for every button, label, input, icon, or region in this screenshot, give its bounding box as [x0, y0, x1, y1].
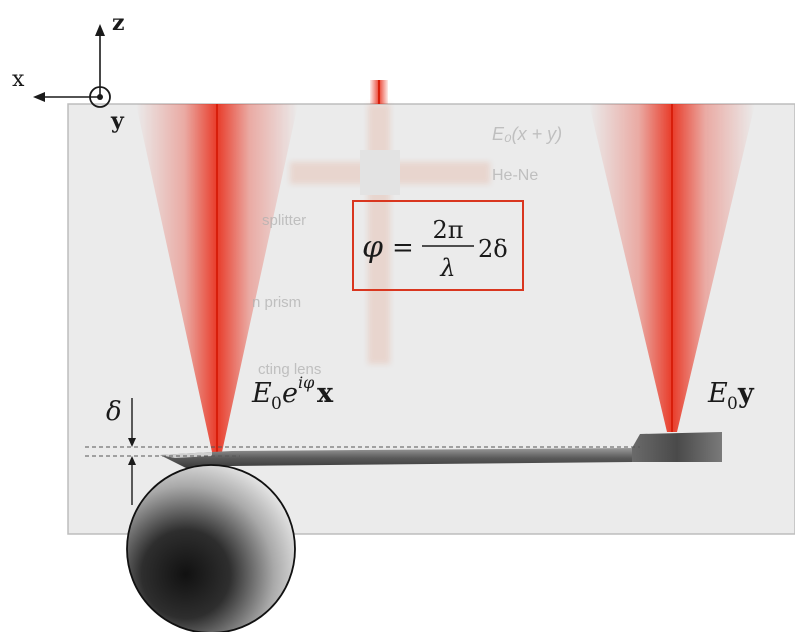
left-exponent: iφ: [298, 373, 315, 392]
ghost-laser-label: He-Ne: [492, 167, 538, 184]
axis-labels: z x y: [12, 10, 125, 134]
right-E: E: [707, 378, 728, 409]
phase-formula: φ = 2π λ 2δ: [362, 216, 508, 282]
right-vector: y: [737, 378, 755, 409]
z-axis-arrowhead: [95, 24, 105, 36]
formula-box: [352, 200, 524, 291]
y-axis-circle: [89, 86, 111, 108]
sample-sphere: [126, 464, 296, 632]
x-axis-label: x: [12, 67, 25, 92]
ghost-horizontal-beam: [290, 162, 490, 184]
formula-denominator: λ: [439, 254, 455, 282]
left-e: e: [282, 378, 298, 409]
ghost-splitter-block: [360, 150, 400, 195]
axis-triad: [33, 24, 111, 108]
left-E-sub: 0: [271, 394, 282, 414]
background-labels: E₀(x + y) He-Ne splitter n prism cting l…: [252, 124, 562, 378]
delta-dimension: [128, 398, 136, 505]
ghost-lens-label: cting lens: [258, 361, 321, 378]
right-E-sub: 0: [727, 394, 738, 414]
background-optics: [290, 104, 490, 364]
cantilever-base: [632, 432, 722, 462]
ghost-splitter-label: splitter: [262, 212, 306, 229]
z-axis-label: z: [112, 10, 125, 36]
formula-phi: φ: [362, 230, 383, 265]
left-beam-label: E 0 e iφ x: [251, 373, 334, 414]
formula-equals: =: [392, 233, 414, 263]
left-vector: x: [317, 378, 334, 409]
right-beam-label: E 0 y: [707, 378, 755, 414]
delta-label: δ: [106, 397, 122, 427]
delta-arrowhead-upper: [128, 438, 136, 447]
delta-arrowhead-lower: [128, 456, 136, 465]
ghost-field-label: E₀(x + y): [492, 124, 562, 144]
x-axis-arrowhead: [33, 92, 45, 102]
ghost-prism-label: n prism: [252, 294, 301, 311]
cantilever-beam: [160, 448, 632, 468]
formula-numerator: 2π: [432, 216, 463, 244]
formula-suffix: 2δ: [478, 235, 508, 263]
y-axis-label: y: [110, 108, 125, 134]
y-axis-dot: [97, 94, 103, 100]
left-E: E: [251, 378, 272, 409]
